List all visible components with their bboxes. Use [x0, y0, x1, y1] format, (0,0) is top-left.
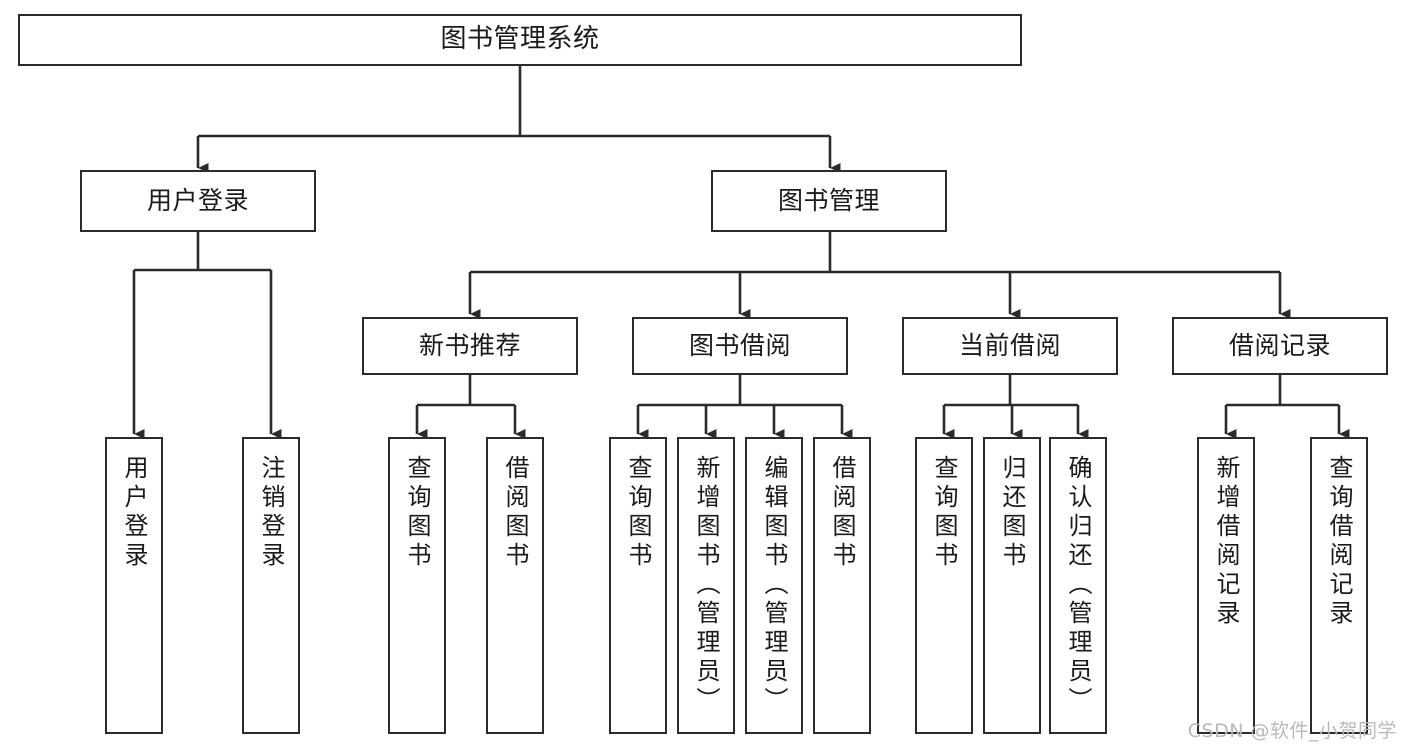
node-leaf-query-books-2[interactable]: 查询图书 — [609, 437, 667, 734]
node-leaf-user-login[interactable]: 用户登录 — [105, 437, 163, 734]
node-label: 查询图书 — [930, 455, 958, 571]
node-root-system[interactable]: 图书管理系统 — [18, 14, 1022, 66]
node-leaf-confirm-return[interactable]: 确认归还（管理员） — [1049, 437, 1107, 734]
node-label: 当前借阅 — [958, 331, 1061, 360]
node-label: 借阅图书 — [501, 455, 529, 571]
node-label: 用户登录 — [120, 455, 148, 571]
node-book-borrow[interactable]: 图书借阅 — [632, 317, 848, 375]
node-label: 借阅记录 — [1228, 331, 1331, 360]
node-leaf-logout-login[interactable]: 注销登录 — [242, 437, 300, 734]
node-leaf-add-book[interactable]: 新增图书（管理员） — [677, 437, 735, 734]
node-label: 注销登录 — [257, 455, 285, 571]
node-current-borrow[interactable]: 当前借阅 — [902, 317, 1118, 375]
node-label: 查询借阅记录 — [1325, 455, 1353, 629]
node-label: 新书推荐 — [418, 331, 521, 360]
node-label: 图书管理系统 — [440, 24, 600, 55]
node-user-login[interactable]: 用户登录 — [80, 170, 316, 232]
node-borrow-records[interactable]: 借阅记录 — [1172, 317, 1388, 375]
node-leaf-query-record[interactable]: 查询借阅记录 — [1310, 437, 1368, 734]
node-leaf-add-record[interactable]: 新增借阅记录 — [1197, 437, 1255, 734]
node-leaf-borrow-books-1[interactable]: 借阅图书 — [486, 437, 544, 734]
node-label: 用户登录 — [146, 186, 249, 215]
node-label: 图书管理 — [777, 186, 880, 215]
node-label: 新增借阅记录 — [1212, 455, 1240, 629]
node-leaf-query-books-3[interactable]: 查询图书 — [915, 437, 973, 734]
csdn-watermark: CSDN @软件_小贺同学 — [1187, 720, 1397, 742]
node-label: 查询图书 — [403, 455, 431, 571]
node-label: 新增图书（管理员） — [692, 455, 720, 716]
node-label: 编辑图书（管理员） — [760, 455, 788, 716]
node-label: 查询图书 — [624, 455, 652, 571]
node-leaf-query-books-1[interactable]: 查询图书 — [388, 437, 446, 734]
node-book-management[interactable]: 图书管理 — [711, 170, 947, 232]
node-label: 归还图书 — [998, 455, 1026, 571]
node-leaf-return-book[interactable]: 归还图书 — [983, 437, 1041, 734]
node-new-book-recommend[interactable]: 新书推荐 — [362, 317, 578, 375]
node-leaf-edit-book[interactable]: 编辑图书（管理员） — [745, 437, 803, 734]
node-label: 借阅图书 — [828, 455, 856, 571]
node-leaf-borrow-books-2[interactable]: 借阅图书 — [813, 437, 871, 734]
node-label: 确认归还（管理员） — [1064, 455, 1092, 716]
node-label: 图书借阅 — [688, 331, 791, 360]
